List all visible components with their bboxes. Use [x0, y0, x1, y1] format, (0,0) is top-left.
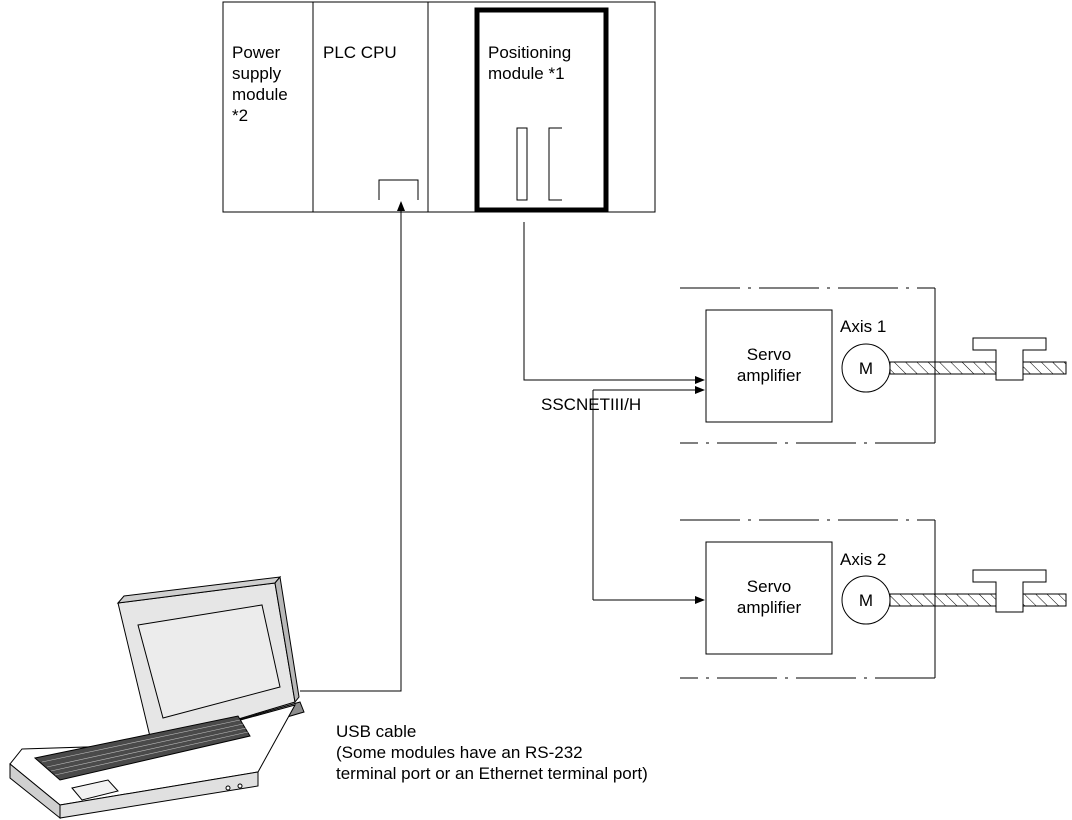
- servo-amplifier-1-box: [705, 309, 833, 423]
- power-supply-module-label: Power supply module *2: [232, 43, 288, 125]
- servo-amplifier-2-label: Servo amplifier: [736, 577, 802, 617]
- usb-cable-label: USB cable (Some modules have an RS-232 t…: [336, 722, 648, 783]
- motor-2-label: M: [858, 591, 874, 610]
- laptop-icon: [9, 575, 305, 820]
- positioning-module-label: Positioning module *1: [488, 43, 572, 83]
- plc-cpu-label: PLC CPU: [323, 43, 397, 62]
- ball-screw-1: [889, 337, 1067, 381]
- connector-cn2: [548, 127, 562, 201]
- positioning-module: [474, 7, 609, 213]
- sscnet-label: SSCNETIII/H: [541, 395, 642, 414]
- usb-port: [378, 179, 419, 200]
- servo-amplifier-1-label: Servo amplifier: [736, 345, 802, 385]
- connector-cn1: [516, 127, 528, 201]
- ball-screw-2: [889, 569, 1067, 613]
- axis-1-label: Axis 1: [840, 317, 887, 336]
- base-unit: [222, 1, 656, 213]
- usb-cable: [300, 201, 405, 692]
- axis-2-label: Axis 2: [840, 550, 887, 569]
- motor-1-label: M: [858, 359, 874, 378]
- servo-amplifier-2-box: [705, 541, 833, 655]
- sscnet-cable-to-axis-1: [523, 222, 705, 384]
